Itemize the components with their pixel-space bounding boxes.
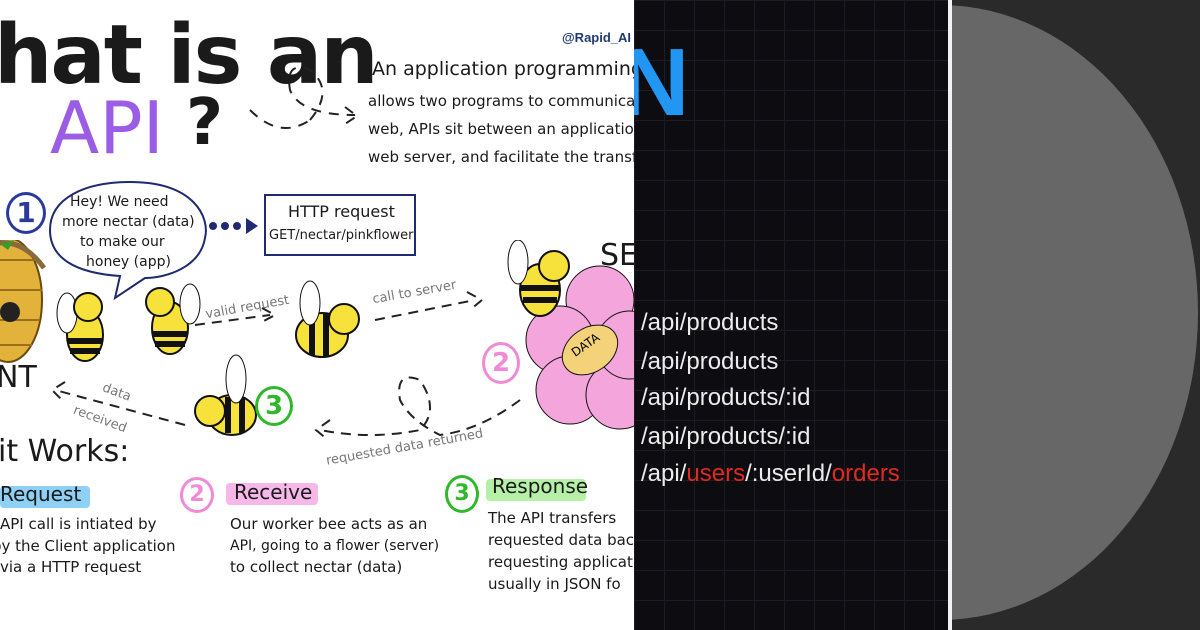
intro-line: An application programming interf — [372, 58, 634, 80]
title-line1: hat is an — [0, 8, 379, 103]
step3-desc: requested data bac — [488, 531, 634, 549]
step3-desc: requesting applicati — [488, 553, 634, 571]
author-handle: @Rapid_AI — [562, 30, 632, 45]
bee-icon — [507, 240, 570, 317]
circle-shape — [952, 5, 1198, 620]
step1-desc: by the Client application — [0, 537, 176, 555]
arrow-icon — [374, 291, 484, 321]
bee-icon — [295, 280, 360, 358]
title-question-mark: ? — [186, 86, 224, 160]
http-box-line2: GET/nectar/pinkflower — [269, 228, 414, 243]
step2-highlight — [226, 483, 318, 505]
bee-icon — [56, 292, 104, 362]
step2-desc: API, going to a flower (server) — [230, 538, 440, 554]
step3-list-badge: 3 — [445, 475, 479, 513]
bee-icon — [194, 354, 257, 436]
arrow-icon — [194, 307, 278, 326]
dashed-loop-arrow-icon — [249, 66, 359, 129]
heading-letter: N — [634, 29, 690, 136]
intro-line: web, APIs sit between an application ( — [368, 120, 634, 138]
step2-desc: to collect nectar (data) — [230, 558, 403, 576]
step2-desc: Our worker bee acts as an — [230, 515, 428, 533]
route-line: /api/products — [641, 348, 778, 376]
step1-desc: API call is intiated by — [0, 515, 157, 533]
route-highlight: orders — [831, 460, 900, 487]
dotted-arrow-icon — [209, 218, 258, 234]
route-text: /api/products — [641, 309, 779, 336]
speech-text: honey (app) — [86, 254, 171, 270]
step1-badge: 1 — [6, 192, 46, 234]
title-api: API — [50, 86, 164, 170]
intro-line: allows two programs to communicate. ( — [368, 92, 634, 110]
speech-text: Hey! We need — [70, 194, 169, 210]
route-line: /api/products/:id — [641, 384, 810, 412]
step3-desc: The API transfers — [488, 509, 617, 527]
route-text: /api/products/:id — [641, 423, 811, 450]
intro-line: web server, and facilitate the transfer — [368, 148, 634, 166]
route-text: /api/products/:id — [641, 384, 811, 411]
beehive-icon — [0, 240, 47, 363]
flower-icon — [525, 265, 634, 430]
step2-title: Receive — [234, 480, 313, 504]
code-panel: N /api/products /api/products /api/produ… — [634, 0, 948, 630]
route-text: /api/ — [641, 460, 687, 487]
step1-highlight — [0, 486, 90, 508]
panel-divider — [948, 0, 952, 630]
route-line: /api/products — [641, 309, 778, 337]
loop-arrow-icon — [314, 376, 521, 441]
how-it-works-heading: it Works: — [0, 434, 130, 469]
step2-list-badge: 2 — [180, 477, 214, 513]
speech-text: more nectar (data) — [62, 214, 195, 230]
http-request-box: HTTP request GET/nectar/pinkflower — [264, 194, 416, 256]
step3-badge: 3 — [255, 386, 293, 426]
step3-desc: usually in JSON fo — [488, 575, 621, 593]
step3-highlight — [486, 479, 586, 501]
api-infographic: hat is an API ? @Rapid_AI An application… — [0, 8, 634, 593]
speech-bubble — [48, 180, 207, 301]
route-highlight: users — [686, 460, 746, 487]
step3-title: Response — [492, 474, 589, 498]
server-label: SE — [600, 238, 634, 273]
step1-desc: via a HTTP request — [0, 558, 142, 576]
step1-title: Request — [0, 482, 82, 506]
speech-text: to make our — [80, 234, 165, 250]
route-line: /api/products/:id — [641, 423, 810, 451]
route-text: /:userId/ — [745, 460, 832, 487]
arrow-icon — [50, 381, 186, 426]
step2-badge: 2 — [482, 342, 520, 384]
client-label: NT — [0, 360, 37, 395]
http-box-line1: HTTP request — [288, 202, 395, 221]
bee-icon — [145, 283, 201, 355]
gray-panel — [952, 0, 1200, 630]
illustration — [0, 240, 634, 441]
route-line: /api/users/:userId/orders — [641, 460, 900, 488]
route-text: /api/products — [641, 348, 779, 375]
